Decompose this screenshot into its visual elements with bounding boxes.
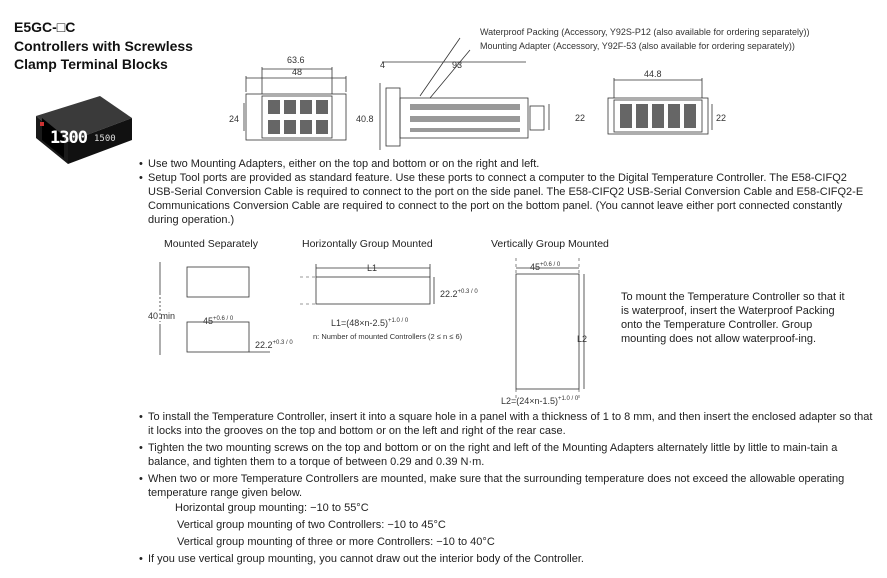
bullet-mounting-adapters: Use two Mounting Adapters, either on the…	[139, 157, 873, 171]
dim-width-outer: 63.6	[287, 55, 305, 65]
title-line2: Clamp Terminal Blocks	[14, 56, 168, 72]
heading-mounted-separately: Mounted Separately	[164, 238, 258, 250]
heading-horizontal-group: Horizontally Group Mounted	[302, 238, 433, 250]
model-name: E5GC-□C	[14, 19, 76, 35]
horizontal-length-label: L1	[367, 263, 378, 273]
bullet-install: To install the Temperature Controller, i…	[139, 410, 873, 438]
accessory-label-1: Waterproof Packing (Accessory, Y92S-P12 …	[480, 27, 810, 37]
display-secondary: 1500	[94, 134, 116, 144]
vertical-width: 45+0.6 / 0	[530, 262, 561, 272]
temp-range-vertical-two: Vertical group mounting of two Controlle…	[177, 519, 446, 531]
vertical-length-label: L2	[577, 334, 588, 344]
horizontal-note: n: Number of mounted Controllers (2 ≤ n …	[313, 332, 463, 341]
bullet-vertical-draw-out: If you use vertical group mounting, you …	[139, 552, 873, 566]
display-value: 1300	[50, 128, 88, 148]
bullet-setup-tool: Setup Tool ports are provided as standar…	[139, 171, 870, 227]
dim-depth-flange: 4	[380, 60, 386, 70]
temp-range-horizontal: Horizontal group mounting: −10 to 55°C	[175, 502, 369, 514]
accessory-label-2: Mounting Adapter (Accessory, Y92F-53 (al…	[480, 41, 795, 51]
product-image: 1300 1500	[28, 88, 138, 168]
dim-height-front: 24	[229, 114, 240, 124]
separate-spacing: 40 min	[148, 311, 176, 321]
temp-range-vertical-three: Vertical group mounting of three or more…	[177, 536, 495, 548]
horizontal-height: 22.2+0.3 / 0	[440, 289, 478, 299]
dim-height-side-right: 22	[575, 113, 586, 123]
heading-vertical-group: Vertically Group Mounted	[491, 238, 609, 250]
dim-width-rear: 44.8	[644, 69, 662, 79]
bullet-temperature: When two or more Temperature Controllers…	[139, 472, 873, 500]
dim-height-side: 40.8	[356, 114, 374, 124]
dim-depth-total: 93	[452, 60, 463, 70]
dim-height-rear: 22	[716, 113, 727, 123]
dim-width-inner: 48	[292, 67, 303, 77]
bullet-tighten: Tighten the two mounting screws on the t…	[139, 441, 873, 469]
title-line1: Controllers with Screwless	[14, 38, 193, 54]
vertical-formula: L2=(24×n-1.5)+1.0 / 0	[501, 396, 579, 406]
waterproof-note: To mount the Temperature Controller so t…	[621, 291, 845, 345]
separate-height: 22.2+0.3 / 0	[255, 340, 293, 350]
horizontal-formula: L1=(48×n-2.5)+1.0 / 0	[331, 318, 409, 328]
separate-width: 45+0.6 / 0	[203, 316, 234, 326]
